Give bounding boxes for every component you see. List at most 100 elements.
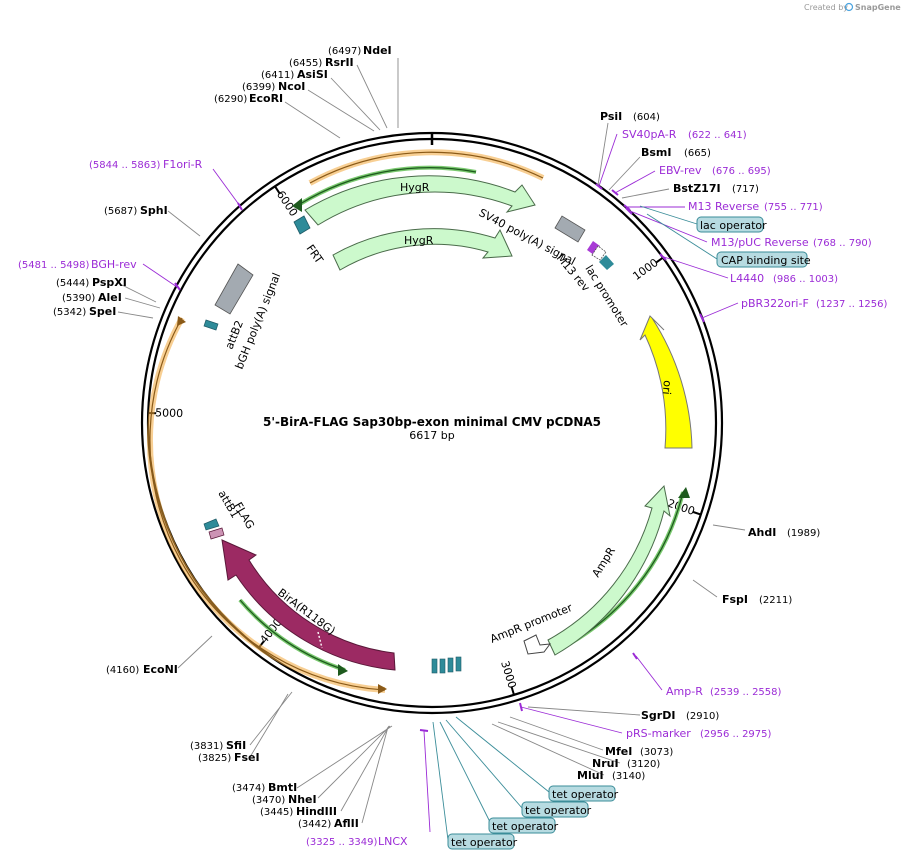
- orange-arc-left-line: [149, 317, 386, 691]
- frt-feature: [293, 215, 311, 235]
- pill-box: [447, 833, 515, 850]
- pill-box: [696, 216, 764, 233]
- frt-label: FRT: [304, 242, 326, 266]
- site-name: MluI: [577, 769, 604, 782]
- site-name: PsiI: [600, 110, 622, 123]
- pill-label: CAP binding site: [721, 254, 811, 267]
- tet-operator-box-4: [455, 656, 462, 672]
- primer-pos: (2539 .. 2558): [710, 687, 782, 698]
- site-name: SphI: [140, 204, 168, 217]
- primer-pos: (755 .. 771): [764, 202, 823, 213]
- leader-lines: [117, 58, 746, 824]
- green-arrow-ampr-head: [678, 487, 690, 498]
- primer-name: L4440: [730, 272, 764, 285]
- tet-operator-box-3: [447, 657, 454, 673]
- site-name: AleI: [98, 291, 122, 304]
- pill-label: lac operator: [700, 219, 767, 232]
- site-pos: (3120): [627, 759, 660, 770]
- primer-name: LNCX: [378, 835, 408, 848]
- plasmid-length: 6617 bp: [409, 429, 454, 442]
- site-pos: (604): [633, 112, 660, 123]
- pill-box: [548, 785, 616, 802]
- lac-promoter-label: lac promoter: [582, 263, 631, 330]
- lac-promoter-feature: [591, 245, 607, 261]
- tick-label: 3000: [498, 659, 519, 690]
- orange-arc-left-head: [177, 316, 186, 326]
- site-pos: (3831): [190, 741, 223, 752]
- primer-labels: SV40pA-R (622 .. 641) EBV-rev (676 .. 69…: [18, 128, 888, 848]
- site-name: BstZ17I: [673, 182, 721, 195]
- ampr-label: AmpR: [590, 545, 619, 580]
- site-name: AhdI: [748, 526, 776, 539]
- site-name: MfeI: [605, 745, 632, 758]
- site-pos: (3470): [252, 795, 285, 806]
- tick-label: 1000: [630, 256, 660, 283]
- site-pos: (5390): [62, 293, 95, 304]
- green-arc-top-line: [299, 167, 477, 205]
- bira-feature: [221, 539, 396, 671]
- pill-box: [488, 817, 556, 834]
- primer-pos: (5481 .. 5498): [18, 260, 90, 271]
- site-pos: (3825): [198, 753, 231, 764]
- tet-operator-box-2: [439, 658, 446, 674]
- bira-dash: [317, 631, 323, 649]
- site-name: NheI: [288, 793, 317, 806]
- tet-operator-box-1: [431, 658, 438, 674]
- orange-arc-top-line: [309, 151, 544, 184]
- site-pos: (2910): [686, 711, 719, 722]
- primer-pos: (676 .. 695): [712, 166, 771, 177]
- hygr-label-2: HygR: [404, 234, 434, 247]
- bgh-polya-feature: [214, 263, 254, 315]
- site-pos: (6399): [242, 82, 275, 93]
- primer-name: M13/pUC Reverse: [711, 236, 809, 249]
- ori-label: ori: [660, 380, 674, 395]
- site-pos: (665): [684, 148, 711, 159]
- pill-box: [521, 801, 589, 818]
- green-arrow-top-head: [292, 198, 302, 212]
- site-pos: (3445): [260, 807, 293, 818]
- primer-leader-lines: [142, 133, 739, 833]
- site-name: RsrII: [325, 56, 354, 69]
- primer-marks: [174, 183, 705, 732]
- primer-pos: (5844 .. 5863): [89, 160, 161, 171]
- primer-name: pBR322ori-F: [741, 297, 809, 310]
- hygr-label-1: HygR: [400, 181, 430, 194]
- ori-feature: [639, 315, 693, 449]
- site-name: BsmI: [641, 146, 672, 159]
- primer-name: SV40pA-R: [622, 128, 677, 141]
- hygr-arrow-inner: [332, 228, 513, 271]
- site-pos: (6411): [261, 70, 294, 81]
- site-name: NcoI: [278, 80, 305, 93]
- primer-name: EBV-rev: [659, 164, 702, 177]
- pill-label: tet operator: [451, 836, 518, 849]
- site-pos: (3073): [640, 747, 673, 758]
- hygr-arrow-outer: [304, 175, 536, 226]
- site-pos: (1989): [787, 528, 820, 539]
- primer-pos: (2956 .. 2975): [700, 729, 772, 740]
- site-name: AsiSI: [297, 68, 328, 81]
- primer-pos: (1237 .. 1256): [816, 299, 888, 310]
- pill-label: tet operator: [525, 804, 592, 817]
- sv40-polya-feature: [554, 215, 586, 243]
- primer-pos: (3325 .. 3349): [306, 837, 378, 848]
- tick-mark: [655, 256, 664, 264]
- site-pos: (6290): [214, 94, 247, 105]
- site-name: SpeI: [89, 305, 116, 318]
- tick-mark: [510, 686, 515, 696]
- site-name: AflII: [334, 817, 359, 830]
- site-name: EcoRI: [249, 92, 283, 105]
- brand-text: SnapGene: [855, 3, 901, 12]
- ampr-arrow: [547, 484, 671, 656]
- site-pos: (3140): [612, 771, 645, 782]
- tick-mark: [274, 185, 281, 194]
- primer-name: Amp-R: [666, 685, 703, 698]
- primer-pos: (622 .. 641): [688, 130, 747, 141]
- attb2-feature: [203, 319, 219, 331]
- site-pos: (3474): [232, 783, 265, 794]
- site-pos: (6455): [289, 58, 322, 69]
- tick-mark: [692, 511, 702, 516]
- primer-name: F1ori-R: [163, 158, 203, 171]
- site-name: BmtI: [268, 781, 297, 794]
- pill-label: tet operator: [492, 820, 559, 833]
